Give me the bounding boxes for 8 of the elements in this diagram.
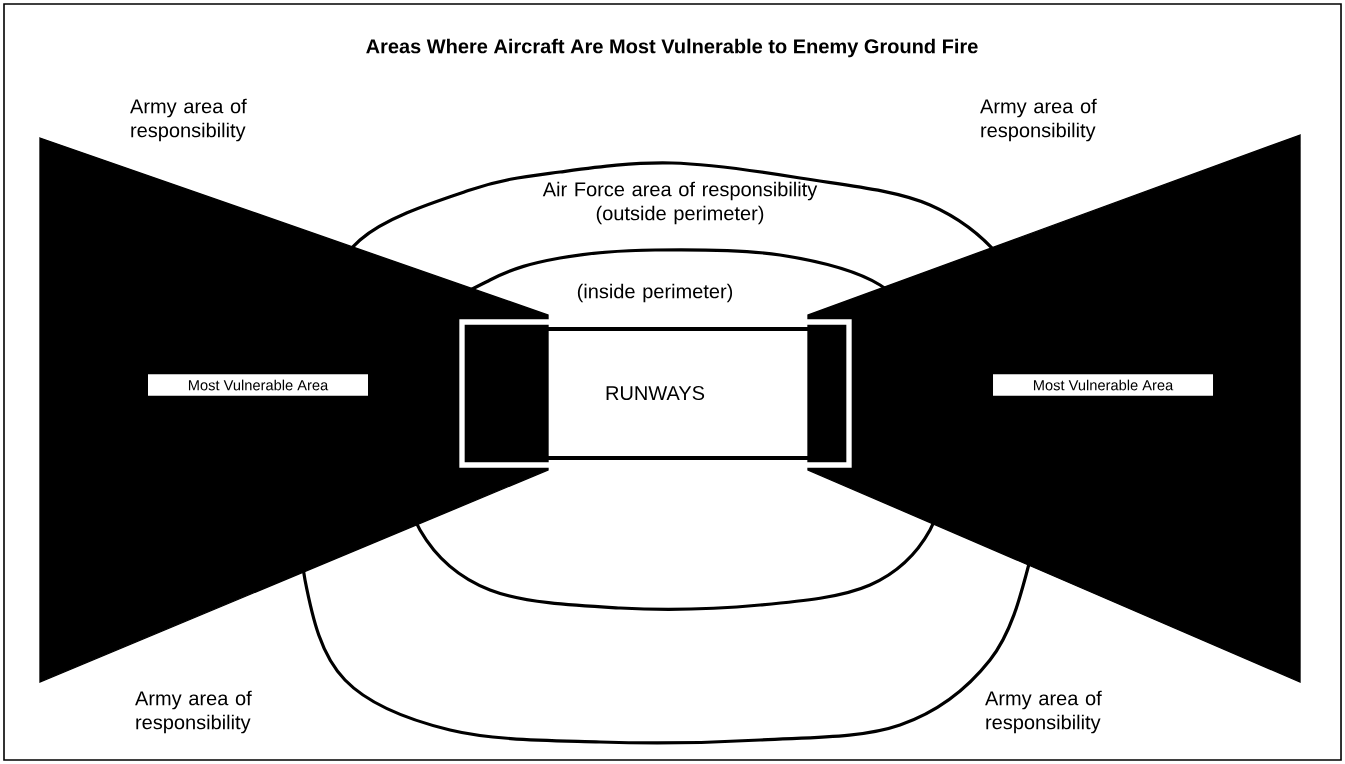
area-label-box: Most Vulnerable Area	[993, 374, 1213, 396]
area-label: Army area of responsibility	[980, 98, 1097, 142]
runway-box: RUNWAYS	[459, 319, 852, 468]
area-label: Army area of responsibility	[130, 98, 247, 142]
area-label: Army area of responsibility	[135, 690, 252, 734]
area-label: Army area of responsibility	[985, 690, 1102, 734]
title: Areas Where Aircraft Are Most Vulnerable to Enemy Ground Fire	[366, 38, 978, 58]
area-label-box: Most Vulnerable Area	[148, 374, 368, 396]
